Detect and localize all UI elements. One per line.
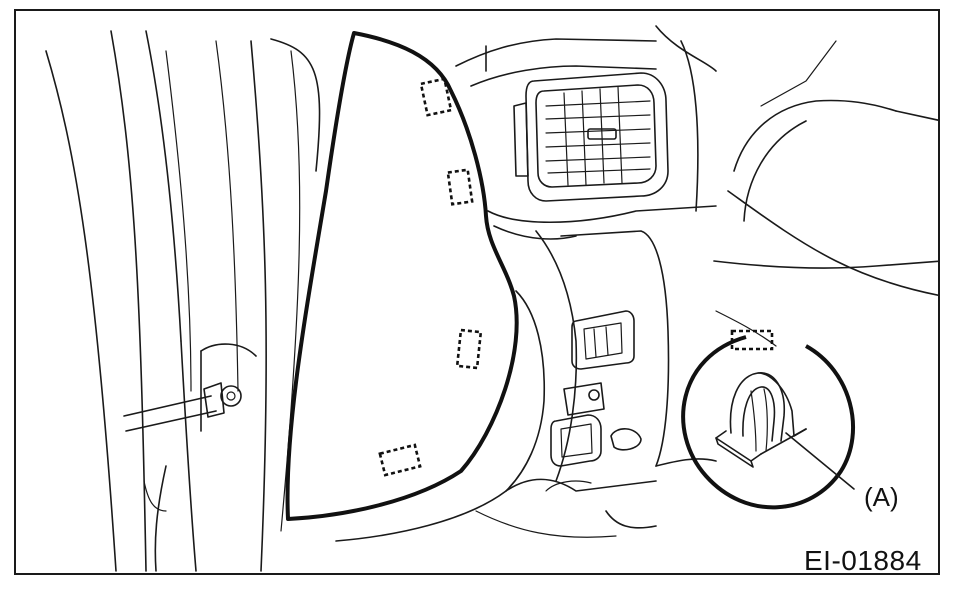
trim-panel: [285, 31, 519, 521]
clip-detail-circle: [681, 329, 856, 510]
door-pillar: [45, 30, 321, 572]
callout-label-a: (A): [864, 482, 899, 512]
figure-frame: (A) EI-01884: [14, 9, 940, 575]
center-console-switches: [545, 310, 635, 492]
clip-location-4: [378, 443, 422, 477]
clip-location-2: [446, 168, 474, 206]
callout-leader: [785, 432, 855, 490]
clip-location-3: [455, 328, 483, 370]
air-vent: [513, 72, 669, 202]
door-check-strap: [123, 382, 242, 432]
clip-location-1: [419, 77, 453, 117]
figure-id: EI-01884: [804, 545, 922, 575]
illustration: [45, 25, 938, 572]
clip: [715, 372, 807, 468]
clip-location-detail: [730, 329, 774, 351]
right-background: [713, 40, 938, 347]
